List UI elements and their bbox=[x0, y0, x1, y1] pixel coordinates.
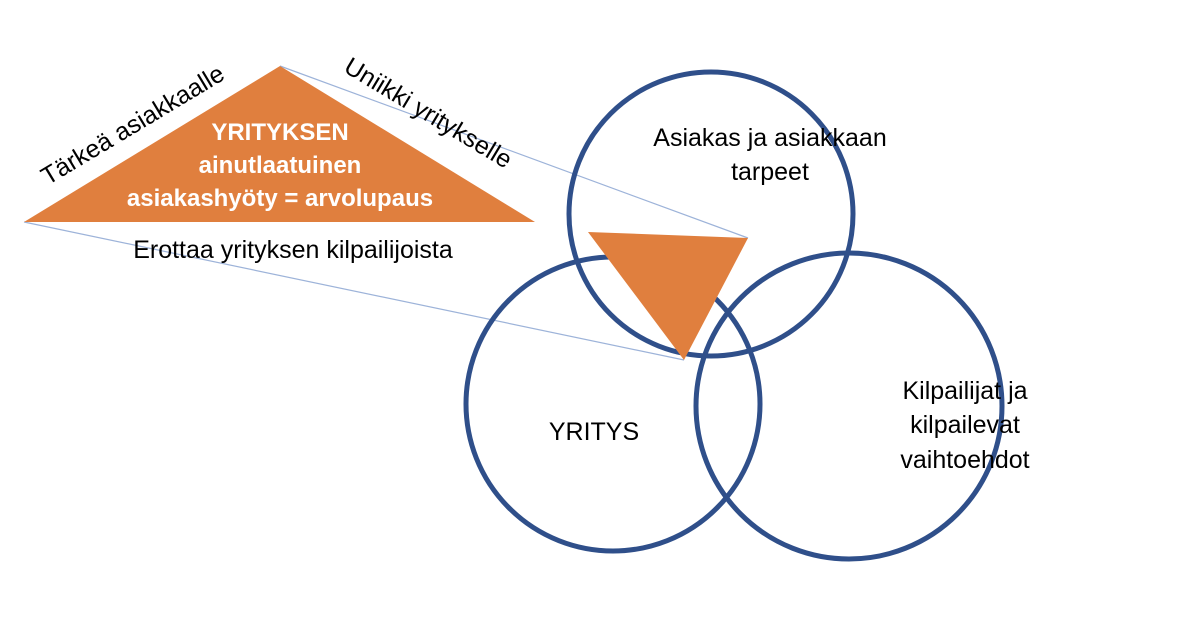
competitors-circle-label-line-3: vaihtoehdot bbox=[900, 446, 1029, 474]
competitors-circle bbox=[693, 250, 1005, 562]
triangle-base-label: Erottaa yrityksen kilpailijoista bbox=[133, 236, 453, 264]
value-proposition-triangle bbox=[24, 66, 535, 222]
triangle-title-line-1: YRITYKSEN bbox=[211, 119, 348, 146]
company-circle-label: YRITYS bbox=[549, 418, 639, 446]
company-circle bbox=[463, 254, 763, 554]
overlap-triangle bbox=[588, 232, 748, 360]
customer-circle-label-line-1: Asiakas ja asiakkaan bbox=[653, 124, 886, 152]
triangle-title-line-3: asiakashyöty = arvolupaus bbox=[127, 185, 433, 212]
connector-line-top bbox=[279, 65, 749, 239]
connector-line-bottom bbox=[23, 221, 685, 361]
customer-circle-label-line-2: tarpeet bbox=[731, 158, 809, 186]
competitors-circle-label-line-1: Kilpailijat ja bbox=[902, 377, 1027, 405]
competitors-circle-label-line-2: kilpailevat bbox=[910, 411, 1020, 439]
triangle-title-line-2: ainutlaatuinen bbox=[199, 152, 362, 179]
customer-circle bbox=[566, 69, 856, 359]
